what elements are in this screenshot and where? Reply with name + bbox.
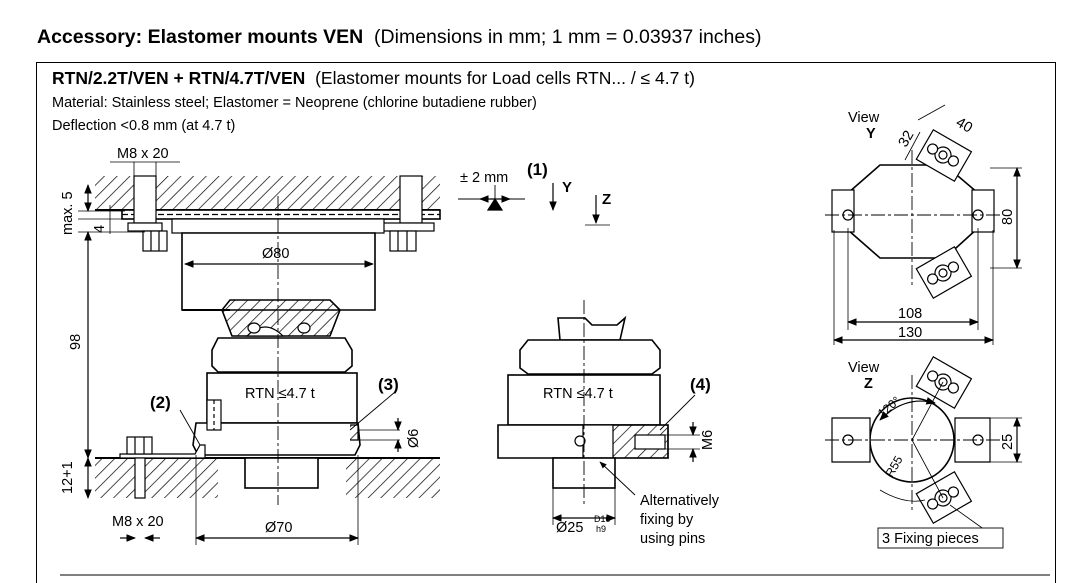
view-y-fixing-piece-bottom: [915, 245, 973, 300]
label-note-2: (2): [150, 393, 171, 412]
panel-title-note: (Elastomer mounts for Load cells RTN... …: [315, 68, 695, 88]
label-fixing-pieces: 3 Fixing pieces: [882, 531, 979, 547]
label-m8-top: M8 x 20: [117, 146, 169, 162]
label-dim-4: 4: [92, 225, 108, 233]
label-dim-108: 108: [898, 306, 922, 322]
label-axis-z: Z: [602, 191, 611, 208]
label-dim-130: 130: [898, 325, 922, 341]
drawing-frame: [36, 62, 1056, 583]
label-dim-40: 40: [953, 115, 975, 137]
bolt-top-left: [133, 175, 157, 224]
label-m8-bottom: M8 x 20: [112, 514, 164, 530]
label-view-z-letter: Z: [864, 376, 873, 392]
page-subtitle: (Dimensions in mm; 1 mm = 0.03937 inches…: [374, 26, 762, 48]
label-dia-25: Ø25: [556, 520, 583, 536]
material-note: Material: Stainless steel; Elastomer = N…: [52, 95, 537, 111]
label-dim-80: 80: [1000, 209, 1016, 225]
label-max5: max. 5: [60, 191, 76, 235]
deflection-note: Deflection <0.8 mm (at 4.7 t): [52, 118, 236, 134]
nut-top-left: [142, 230, 168, 252]
label-view-z: View: [848, 360, 880, 376]
label-alt-line2: fixing by: [640, 512, 694, 528]
mid-top-boss: [557, 315, 627, 341]
panel-title: RTN/2.2T/VEN + RTN/4.7T/VEN: [52, 68, 306, 88]
label-note-1: (1): [527, 160, 548, 179]
load-cell-top: [211, 337, 353, 373]
mount-upper-body: [181, 232, 376, 311]
view-y-fixing-piece-top: [915, 128, 973, 183]
bolt-head-bottom: [126, 436, 153, 455]
label-axis-y: Y: [562, 179, 572, 196]
mid-thread-m6: [634, 434, 666, 450]
label-dia-25-tol-upper: D10: [594, 514, 611, 524]
label-note-3: (3): [378, 375, 399, 394]
page-header: Accessory: Elastomer mounts VEN (Dimensi…: [37, 26, 762, 49]
label-dia-80: Ø80: [262, 246, 289, 262]
label-travel: ± 2 mm: [460, 170, 508, 186]
label-alt-line3: using pins: [640, 531, 705, 547]
page-title: Accessory: Elastomer mounts VEN: [37, 26, 364, 48]
elastomer-section: [221, 299, 341, 337]
label-dim-32: 32: [896, 128, 918, 150]
label-dim-98: 98: [68, 334, 84, 350]
label-view-y-letter: Y: [866, 126, 876, 142]
label-dim-12: 12+1: [60, 461, 76, 494]
view-y-body: [847, 164, 979, 259]
bolt-top-right: [399, 175, 423, 224]
bolt-bottom: [134, 457, 146, 499]
label-rtn-left: RTN ≤4.7 t: [245, 386, 315, 402]
label-m6: M6: [700, 430, 716, 450]
label-dia-6: Ø6: [406, 429, 422, 448]
nut-top-right: [389, 230, 417, 252]
load-cell-body: [206, 372, 358, 424]
fixing-piece-left: [119, 444, 206, 459]
label-dia-25-tol-lower: h9: [596, 524, 606, 534]
label-dia-70: Ø70: [265, 520, 292, 536]
label-rtn-mid: RTN ≤4.7 t: [543, 386, 613, 402]
label-note-4: (4): [690, 375, 711, 394]
label-alt-line1: Alternatively: [640, 493, 720, 509]
panel-title-line: RTN/2.2T/VEN + RTN/4.7T/VEN (Elastomer m…: [52, 68, 695, 89]
centering-boss: [244, 457, 319, 489]
mid-load-cell-top: [519, 339, 661, 375]
label-dim-25: 25: [1000, 434, 1016, 450]
label-view-y: View: [848, 110, 880, 126]
